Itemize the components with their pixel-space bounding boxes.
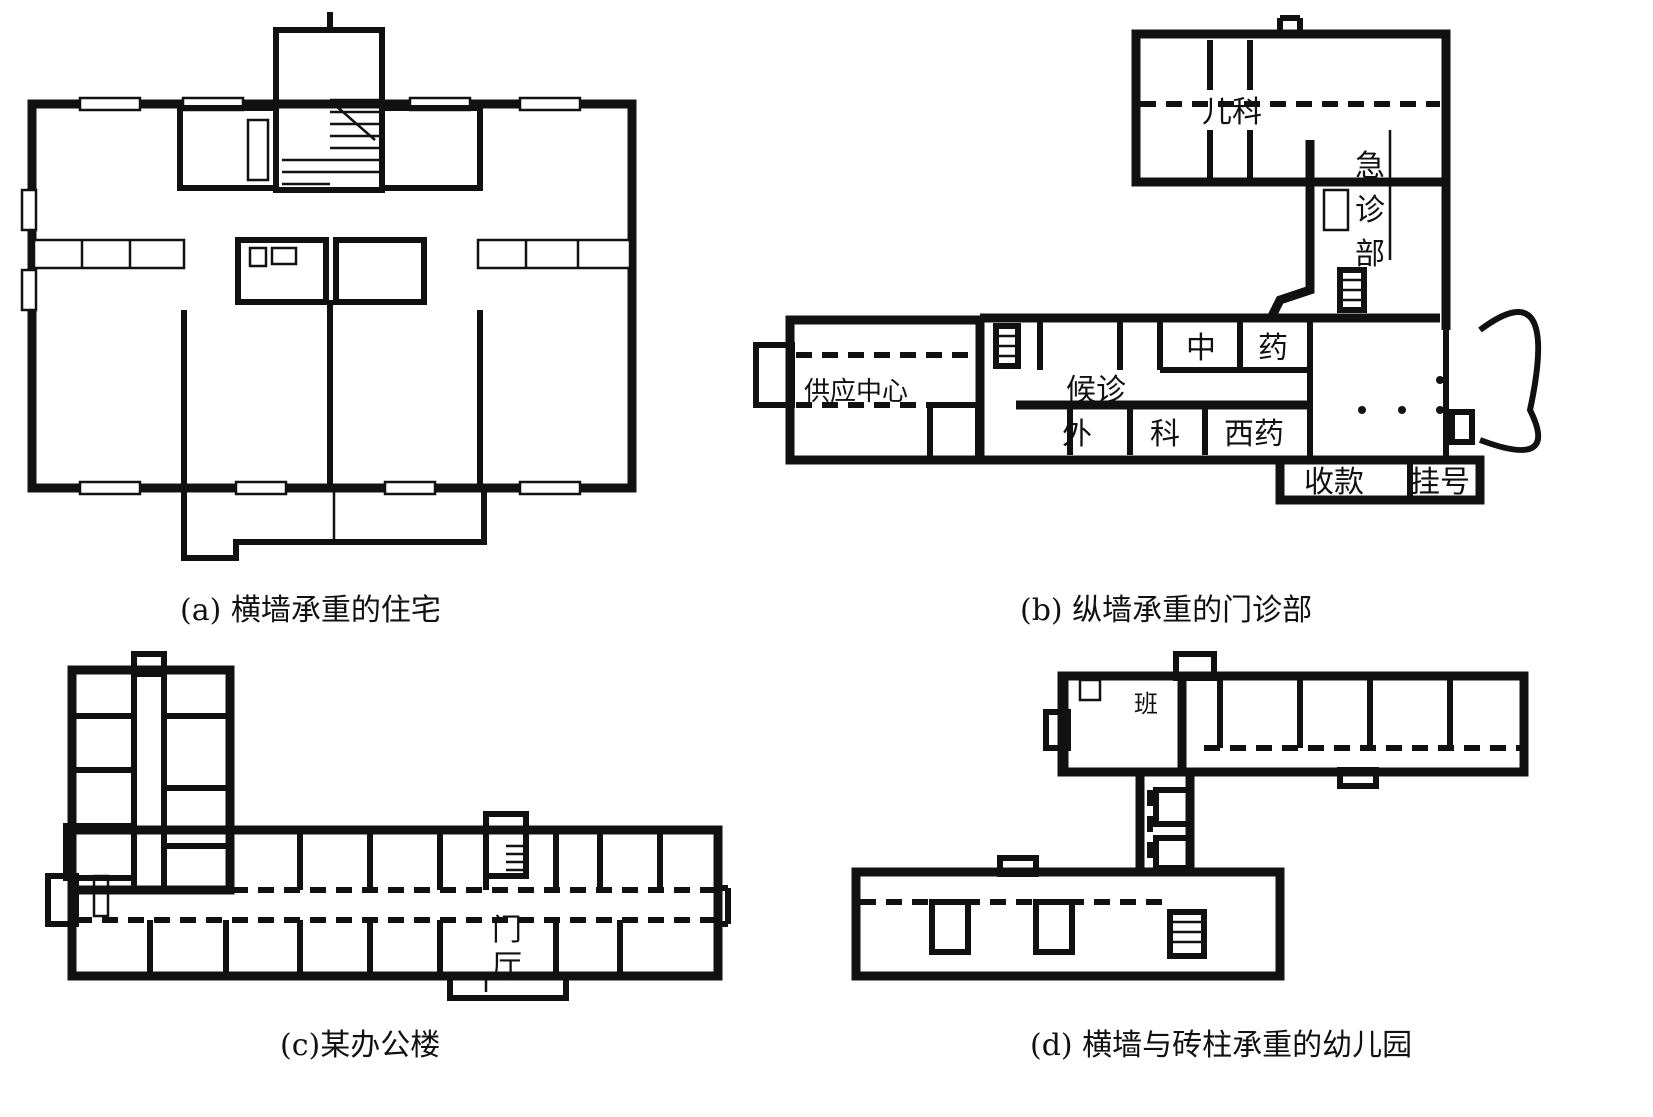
plan-c-office: 门 厅	[45, 651, 731, 1001]
caption-a: (a) 横墙承重的住宅	[180, 593, 441, 628]
caption-b: (b) 纵墙承重的门诊部	[1020, 593, 1313, 628]
plan-a-residence	[20, 12, 637, 561]
label-lobby-2: 厅	[492, 949, 522, 984]
label-tcm-2: 药	[1258, 331, 1288, 366]
label-emergency-1: 急	[1355, 149, 1385, 184]
label-supply-center: 供应中心	[804, 377, 908, 407]
label-western-medicine: 西药	[1224, 417, 1284, 452]
label-waiting: 候诊	[1066, 373, 1126, 408]
label-emergency-3: 部	[1355, 237, 1385, 272]
label-classroom: 班	[1134, 690, 1158, 718]
plan-d-kindergarten: 班	[851, 651, 1529, 981]
caption-d: (d) 横墙与砖柱承重的幼儿园	[1030, 1028, 1413, 1063]
label-pediatrics: 儿科	[1202, 95, 1262, 130]
caption-c: (c)某办公楼	[280, 1028, 441, 1063]
label-register: 挂号	[1410, 465, 1470, 500]
label-tcm-1: 中	[1186, 331, 1216, 366]
label-cashier: 收款	[1304, 465, 1364, 500]
label-lobby-1: 门	[492, 913, 522, 948]
label-surgery-1: 外	[1062, 417, 1092, 452]
label-surgery-2: 科	[1150, 417, 1180, 452]
label-emergency-2: 诊	[1355, 193, 1385, 228]
plan-b-clinic: 儿科 急 诊 部 中 药 供应中心 候诊 外 科 西药 收款 挂号	[753, 15, 1542, 505]
